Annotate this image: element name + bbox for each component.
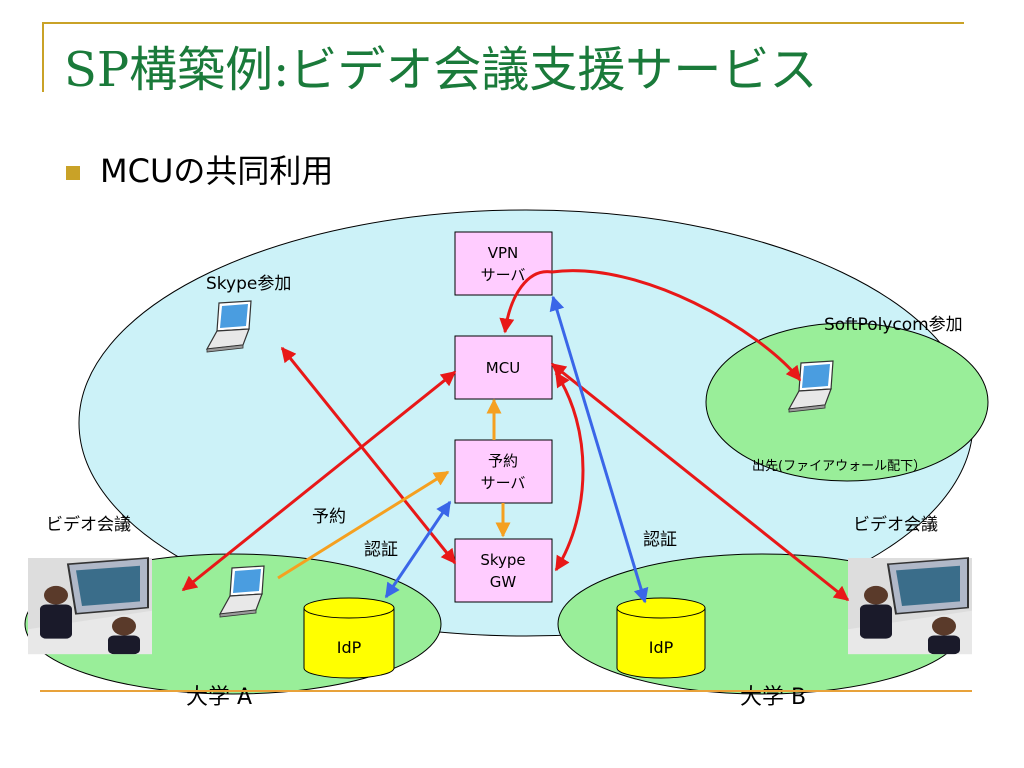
title-rule-top [42,22,964,24]
vpn-label-2: サーバ [481,266,526,284]
auth-left-label: 認証 [364,540,398,560]
reserve-label-1: 予約 [488,452,518,470]
reserve-label-2: サーバ [481,474,526,492]
video-right-label: ビデオ会議 [853,514,938,535]
reserve-server [454,439,553,504]
mcu-label: MCU [486,359,520,377]
offsite-ellipse [705,322,989,482]
video-left-label: ビデオ会議 [46,514,131,535]
video-conference-a-icon [27,557,153,656]
arrow-vpn-idpb [549,295,649,604]
univ-a-label: 大学 A [186,685,252,710]
idp-a-label: IdP [337,638,362,657]
univ-b-label: 大学 B [740,685,806,710]
idp-b-label: IdP [649,638,674,657]
bullet-text: MCUの共同利用 [100,152,334,190]
skype-join-label: Skype参加 [206,274,291,294]
mcu-box [454,335,553,400]
arrow-vpn-mcu [499,270,553,334]
page-title: SP構築例:ビデオ会議支援サービス [64,42,818,98]
auth-right-label: 認証 [643,530,677,550]
arrow-vpn-softpolycom [551,269,802,382]
firewall-label: 出先(ファイアウォール配下） [752,459,926,474]
reserve-edge-label: 予約 [312,507,346,527]
skypegw-label-1: Skype [480,551,525,569]
bullet-marker [66,166,80,180]
video-conference-b-icon [847,557,973,656]
title-rule-left [42,22,44,92]
vpn-label-1: VPN [488,244,519,262]
skype-gw [454,538,553,603]
skypegw-label-2: GW [490,573,517,591]
vpn-server [454,231,553,296]
idp-a-cylinder [303,597,395,679]
footer-rule [40,690,972,692]
softpolycom-join-label: SoftPolycom参加 [824,315,963,335]
arrow-idpa-reserve [384,500,452,599]
arrow-campuslaptop-reserve [277,470,450,580]
